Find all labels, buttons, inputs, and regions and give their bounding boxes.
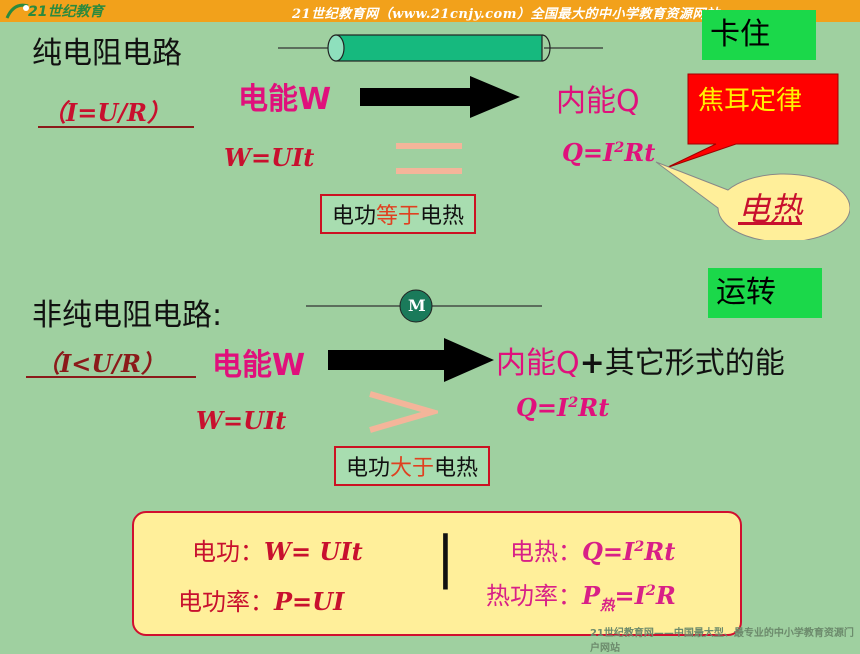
footer-text: 21世纪教育网——中国最大型、最专业的中小学教育资源门户网站: [590, 628, 854, 654]
summary-heat-power-label: 热功率：: [486, 582, 582, 610]
summary-power-label: 电功率：: [178, 588, 274, 616]
pure-relation-suffix: 电热: [420, 204, 465, 229]
summary-heat-power-sub: 热: [600, 596, 615, 614]
pure-relation-box: 电功等于电热: [320, 194, 477, 234]
nonpure-formula-q-tail: Rt: [578, 393, 610, 422]
logo-text: 21世纪教育: [28, 4, 104, 20]
nonpure-heat-label-b: 其它形式的能: [604, 346, 785, 381]
nonpure-title: 非纯电阻电路:: [32, 298, 223, 333]
pure-equal-top: [396, 143, 462, 149]
nonpure-formula-w: W=UIt: [196, 406, 287, 435]
law-label: 焦耳定律: [698, 86, 803, 116]
summary-work-label: 电功：: [192, 538, 264, 566]
summary-heat-power-eq-base: =I: [614, 581, 646, 610]
nonpure-arrow-icon: [328, 338, 494, 382]
header-bar: [0, 0, 860, 22]
pure-formula-q-tail: Rt: [624, 138, 656, 167]
pure-relation-prefix: 电功: [332, 204, 377, 229]
pure-formula-q: Q=I2Rt: [562, 138, 655, 167]
motor-label: M: [408, 296, 426, 315]
logo-icon: [5, 3, 29, 19]
pure-tag: 卡住: [702, 10, 816, 60]
nonpure-heat-label: 内能Q+其它形式的能: [496, 338, 785, 382]
pure-arrow-icon: [360, 76, 520, 118]
summary-power-formula: P=UI: [274, 587, 345, 616]
heat-bubble-label: 电热: [738, 190, 803, 228]
nonpure-heat-label-a: 内能Q: [496, 346, 580, 381]
summary-heat-formula-base: Q=I: [582, 537, 635, 566]
summary-heat-formula-tail: Rt: [644, 537, 676, 566]
nonpure-formula-q-base: Q=I: [516, 393, 569, 422]
summary-work: 电功：W= UIt: [192, 532, 363, 567]
summary-heat-power: 热功率：P热=I2R: [486, 576, 676, 615]
nonpure-formula-q-sup: 2: [568, 394, 579, 411]
pure-equal-bottom: [396, 168, 462, 174]
nonpure-tag: 运转: [708, 268, 822, 318]
pure-energy-label: 电能W: [238, 82, 332, 117]
summary-heat: 电热：Q=I2Rt: [510, 532, 675, 567]
nonpure-relation-suffix: 电热: [434, 456, 479, 481]
resistor-icon: [278, 34, 603, 62]
nonpure-condition: （I<U/R）: [36, 349, 165, 378]
motor-icon: [306, 289, 542, 323]
nonpure-relation-box: 电功大于电热: [334, 446, 491, 486]
pure-formula-q-sup: 2: [614, 139, 625, 156]
summary-work-formula: W= UIt: [264, 537, 363, 566]
nonpure-energy-label: 电能W: [212, 348, 306, 383]
pure-relation-key: 等于: [376, 204, 421, 229]
summary-box: [132, 511, 742, 636]
pure-formula-w: W=UIt: [224, 143, 315, 172]
pure-title: 纯电阻电路: [32, 36, 182, 71]
summary-divider: |: [436, 525, 455, 590]
pure-condition: （I=U/R）: [42, 98, 171, 127]
header-site-text: 21世纪教育网（www.21cnjy.com）全国最大的中小学教育资源网站: [292, 7, 720, 22]
summary-heat-formula-sup: 2: [634, 538, 645, 555]
nonpure-heat-plus: +: [579, 346, 605, 381]
nonpure-formula-q: Q=I2Rt: [516, 393, 609, 422]
nonpure-relation-key: 大于: [390, 456, 435, 481]
nonpure-relation-prefix: 电功: [346, 456, 391, 481]
heat-bubble-shape: [655, 161, 850, 240]
law-callout-shape: [665, 73, 839, 169]
summary-heat-power-sup: 2: [645, 582, 656, 599]
pure-heat-label: 内能Q: [556, 84, 640, 119]
summary-power: 电功率：P=UI: [178, 582, 344, 617]
nonpure-condition-underline: [26, 376, 196, 378]
summary-heat-power-tail: R: [655, 581, 676, 610]
pure-formula-q-base: Q=I: [562, 138, 615, 167]
greater-than-icon: [369, 391, 438, 433]
summary-heat-label: 电热：: [510, 538, 582, 566]
pure-condition-underline: [38, 126, 194, 128]
summary-heat-power-p: P: [582, 581, 601, 610]
